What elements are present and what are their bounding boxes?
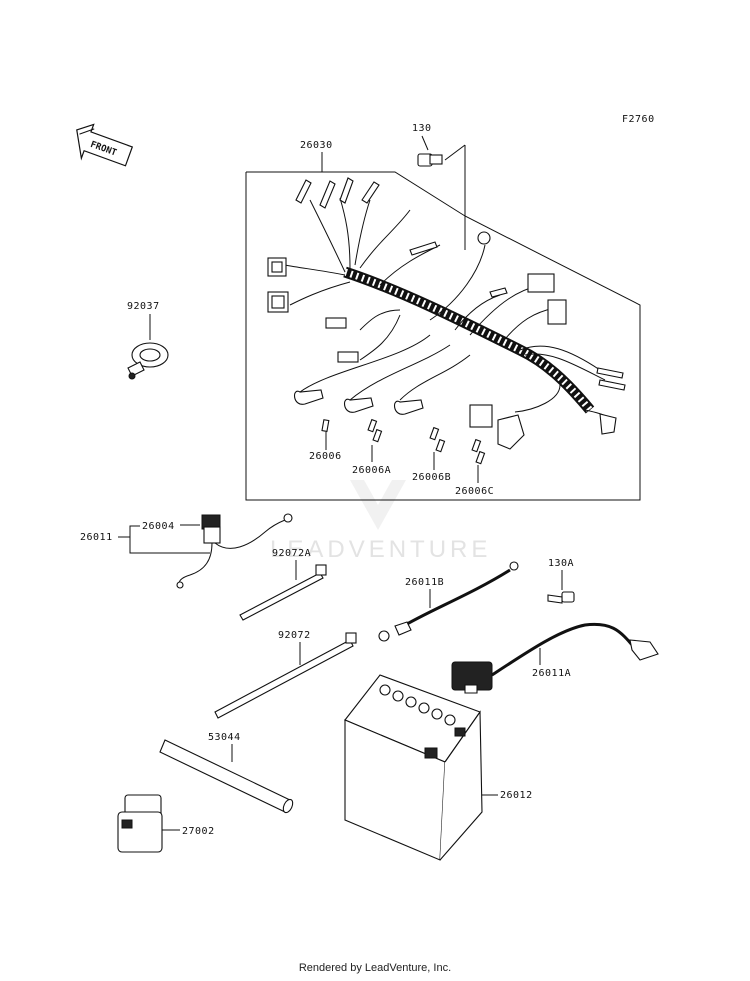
battery-cable-26011B — [378, 561, 519, 642]
harness-assembly-frame — [245, 171, 641, 501]
battery-caps — [379, 684, 456, 726]
terminals-26006 — [321, 418, 486, 465]
clamp-92037 — [127, 342, 169, 380]
label-53044: 53044 — [208, 732, 241, 743]
label-26006A: 26006A — [352, 465, 391, 476]
label-26012: 26012 — [500, 790, 533, 801]
protective-tube-53044 — [159, 739, 294, 814]
label-26006B: 26006B — [412, 472, 451, 483]
cable-strap-92072 — [214, 632, 357, 719]
label-92037: 92037 — [127, 301, 160, 312]
label-26006: 26006 — [309, 451, 342, 462]
label-26006C: 26006C — [455, 486, 494, 497]
label-92072: 92072 — [278, 630, 311, 641]
battery-cable-26011A — [451, 622, 659, 694]
relay-27002 — [117, 794, 163, 853]
label-26011: 26011 — [80, 532, 113, 543]
cable-strap-92072A — [239, 564, 327, 621]
label-92072A: 92072A — [272, 548, 311, 559]
main-wiring-harness — [284, 197, 611, 419]
label-26030: 26030 — [300, 140, 333, 151]
bolt-130 — [417, 135, 466, 250]
label-130: 130 — [412, 123, 432, 134]
watermark-text: LEADVENTURE — [270, 536, 491, 563]
figure-code: F2760 — [622, 114, 655, 125]
front-arrow-icon: FRONT — [76, 123, 134, 167]
label-26011B: 26011B — [405, 577, 444, 588]
bolt-130A — [547, 591, 575, 604]
watermark-logo — [350, 480, 406, 530]
harness-connectors — [267, 177, 626, 450]
label-26004: 26004 — [142, 521, 175, 532]
switch-harness-26011 — [176, 513, 293, 589]
battery-26012 — [344, 674, 483, 861]
label-27002: 27002 — [182, 826, 215, 837]
label-130A: 130A — [548, 558, 574, 569]
footer-credit: Rendered by LeadVenture, Inc. — [298, 962, 452, 974]
label-26011A: 26011A — [532, 668, 571, 679]
